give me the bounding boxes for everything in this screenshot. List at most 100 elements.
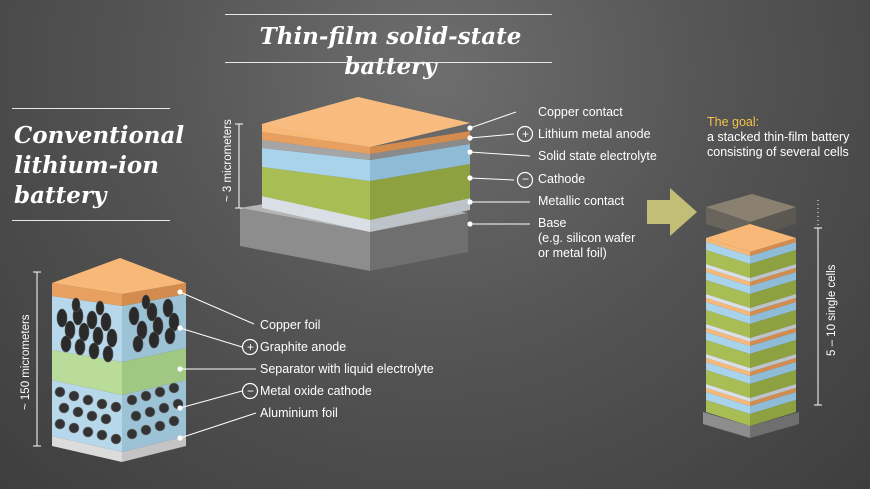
stack-layer-front	[706, 268, 750, 286]
stack-layer-front	[706, 242, 750, 264]
conventional-minus-circle	[241, 382, 259, 400]
goal-dimension-bracket	[814, 200, 822, 406]
stack-layer-front	[706, 358, 750, 376]
label-separator: Separator with liquid electrolyte	[260, 362, 434, 376]
stack-base-front	[703, 412, 750, 438]
stack-layer-side	[750, 324, 796, 342]
label-base-note-1: (e.g. silicon wafer	[538, 231, 636, 245]
label-graphite-anode: Graphite anode	[260, 340, 347, 354]
title-rule-bottom	[225, 62, 552, 63]
goal-desc-line1: a stacked thin-film battery	[707, 130, 850, 144]
graphite-particles	[56, 294, 180, 363]
stack-layer-front	[706, 298, 750, 316]
stack-layer-front	[706, 354, 750, 372]
label-copper-foil: Copper foil	[260, 318, 321, 332]
stack-layer-side	[750, 272, 796, 294]
label-solid-electrolyte: Solid state electrolyte	[538, 149, 657, 163]
thin-film-callouts	[467, 111, 531, 227]
conventional-dimension-bracket	[33, 271, 41, 447]
anode-layer-side	[370, 138, 470, 160]
stack-layer-side	[750, 328, 796, 346]
stack-layer-side	[750, 238, 796, 256]
stack-layer-front	[706, 264, 750, 282]
label-cathode: Cathode	[538, 172, 586, 186]
label-base-note-2: or metal foil)	[538, 246, 607, 260]
title-rule-top	[225, 14, 552, 15]
conventional-plus-circle	[241, 338, 259, 356]
thin-film-battery-block	[240, 97, 470, 271]
conventional-title: Conventional lithium-ion battery	[14, 121, 184, 211]
goal-description: a stacked thin-film battery consisting o…	[707, 130, 867, 160]
copper-foil-front	[52, 283, 122, 306]
stack-layer-front	[706, 362, 750, 384]
stack-layer-side	[750, 242, 796, 264]
thin-film-title: Thin-film solid-state battery	[259, 23, 522, 80]
stack-layer-side	[750, 400, 796, 426]
stack-layer-front	[706, 332, 750, 354]
thin-film-minus-circle	[516, 171, 534, 189]
stack-layer-side	[750, 384, 796, 402]
stack-layer-front	[706, 388, 750, 406]
copper-layer-front	[262, 132, 370, 154]
base-plate-front	[240, 208, 370, 271]
stack-layer-side	[750, 250, 796, 278]
conventional-dimension-label: ~ 150 micrometers	[20, 314, 32, 410]
stack-layer-front	[706, 324, 750, 342]
label-metal-oxide-cathode: Metal oxide cathode	[260, 384, 372, 398]
stack-layer-side	[750, 358, 796, 376]
goal-title: The goal:	[707, 115, 760, 129]
cathode-layer-front	[262, 167, 370, 220]
stack-layer-side	[750, 264, 796, 282]
stack-layer-front	[706, 340, 750, 368]
stack-layer-side	[750, 362, 796, 384]
goal-dimension-label: 5 – 10 single cells	[826, 264, 838, 356]
electrolyte-layer-side	[370, 144, 470, 181]
stack-layer-side	[750, 388, 796, 406]
stack-layer-side	[750, 302, 796, 324]
stack-fade-top	[706, 194, 796, 222]
thin-film-dimension-bracket	[235, 123, 243, 209]
stack-layer-side	[750, 294, 796, 312]
cathode-side	[122, 380, 186, 452]
stacked-battery	[703, 194, 799, 438]
conventional-rule-bottom	[12, 220, 170, 221]
label-copper-contact: Copper contact	[538, 105, 623, 119]
conventional-title-line2: lithium-ion	[14, 152, 159, 179]
conventional-minus-sign: −	[246, 384, 254, 398]
stack-layer-side	[750, 332, 796, 354]
stack-layer-front	[706, 302, 750, 324]
stack-layer-front	[706, 310, 750, 338]
label-base: Base	[538, 216, 567, 230]
conventional-title-line3: battery	[14, 182, 107, 209]
stack-layer-front	[706, 294, 750, 312]
stack-layer-front	[706, 384, 750, 402]
copper-contact-top-face	[262, 97, 470, 147]
thin-film-minus-sign: −	[521, 172, 529, 186]
stack-layer-front	[706, 250, 750, 278]
label-lithium-anode: Lithium metal anode	[538, 127, 651, 141]
goal-arrow	[647, 188, 697, 236]
stack-stripes	[706, 238, 796, 426]
goal-desc-line2: consisting of several cells	[707, 145, 849, 159]
copper-layer-side	[370, 131, 470, 154]
thin-film-plus-sign: +	[521, 127, 529, 141]
stack-layer-side	[750, 354, 796, 372]
conventional-plus-sign: +	[246, 340, 254, 354]
conventional-rule-top	[12, 108, 170, 109]
stack-base-side	[750, 412, 799, 438]
anode-layer-front	[262, 140, 370, 160]
stack-layer-front	[706, 328, 750, 346]
stack-layer-front	[706, 370, 750, 398]
base-plate-side	[370, 213, 468, 271]
conventional-callouts	[177, 289, 257, 441]
stack-layer-front	[706, 400, 750, 426]
conventional-battery-block	[52, 258, 186, 462]
cathode-layer-side	[370, 164, 470, 220]
separator-front	[52, 350, 122, 395]
electrolyte-layer-front	[262, 148, 370, 181]
metal-oxide-particles	[54, 382, 184, 445]
copper-foil-side	[122, 283, 186, 306]
stack-layer-front	[706, 280, 750, 308]
stack-layer-side	[750, 268, 796, 286]
